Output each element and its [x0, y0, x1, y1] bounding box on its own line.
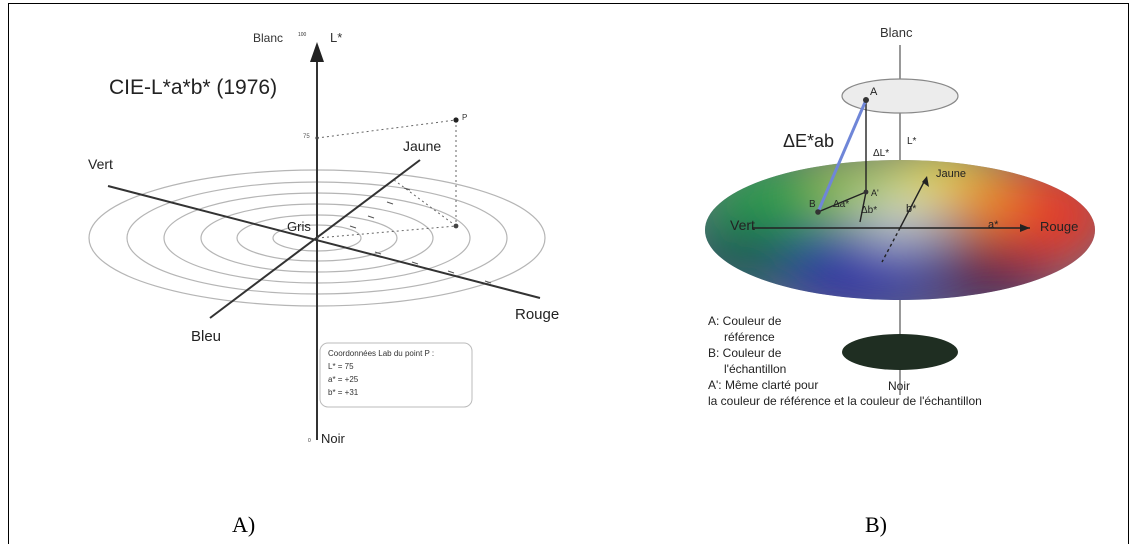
- panel-b-caption: B): [865, 512, 887, 537]
- label-point-b: B: [809, 199, 816, 210]
- label-jaune: Jaune: [403, 138, 442, 154]
- point-a-marker: [863, 97, 869, 103]
- legend-a-line2: référence: [724, 330, 775, 344]
- b-arrow: [922, 176, 929, 187]
- a-arrow: [1020, 224, 1030, 232]
- label-b-vert: Vert: [730, 217, 755, 233]
- label-l-tick: 75: [303, 134, 310, 140]
- label-delta-l: ΔL*: [873, 148, 890, 159]
- label-b-l-axis: L*: [907, 136, 917, 147]
- infobox-l: L* = 75: [328, 362, 354, 371]
- panel-b-legend: A: Couleur de référence B: Couleur de l'…: [708, 313, 982, 409]
- point-p-marker: [453, 117, 459, 123]
- infobox-border: [319, 342, 473, 408]
- legend-ap-line2: la couleur de référence et la couleur de…: [708, 394, 982, 408]
- label-delta-b: Δb*: [861, 205, 878, 216]
- panel-a-caption: A): [232, 512, 256, 537]
- label-b-blanc: Blanc: [880, 25, 913, 40]
- label-bleu: Bleu: [191, 328, 222, 345]
- infobox-a: a* = +25: [328, 375, 359, 384]
- infobox-b: b* = +31: [328, 388, 359, 397]
- legend-ap-line1: A': Même clarté pour: [708, 378, 819, 392]
- b-axis-line: [209, 159, 421, 319]
- axis-ticks: [349, 187, 492, 284]
- label-rouge: Rouge: [515, 306, 560, 323]
- label-noir: Noir: [321, 431, 345, 446]
- legend-b-line2: l'échantillon: [724, 362, 787, 376]
- label-l-axis: L*: [330, 30, 343, 45]
- label-top-value: 100: [298, 32, 307, 38]
- label-noir-value: 0: [308, 438, 311, 444]
- label-b-b-axis: b*: [906, 203, 917, 215]
- bottom-disc: [842, 334, 958, 370]
- color-disc: [705, 160, 1095, 300]
- disc-axes: [752, 100, 1030, 263]
- infobox: Coordonnées Lab du point P : L* = 75 a* …: [328, 347, 434, 399]
- top-disc: [841, 78, 959, 114]
- label-blanc: Blanc: [253, 31, 284, 45]
- label-b-rouge: Rouge: [1040, 219, 1079, 234]
- label-point-a-prime: A': [871, 188, 879, 198]
- figure-frame: [8, 3, 1129, 544]
- panel-a-title: CIE-L*a*b* (1976): [109, 76, 278, 99]
- legend-b-line1: B: Couleur de: [708, 346, 782, 360]
- a-axis-line: [107, 185, 541, 299]
- lab-axes: [107, 52, 541, 440]
- p-guides: [316, 119, 457, 239]
- label-vert: Vert: [88, 156, 113, 172]
- label-b-a-axis: a*: [988, 219, 999, 231]
- delta-e-line: [816, 99, 868, 213]
- label-delta-a: Δa*: [833, 199, 850, 210]
- label-point-a: A: [870, 86, 878, 98]
- label-point-p: P: [462, 113, 468, 122]
- l-axis-arrow: [310, 42, 324, 62]
- point-b-marker: [815, 209, 821, 215]
- point-a-prime-marker: [863, 189, 869, 195]
- label-b-jaune: Jaune: [936, 168, 966, 180]
- l-tick-marker: [315, 136, 319, 140]
- label-delta-e: ΔE*ab: [783, 131, 835, 151]
- label-gris: Gris: [287, 219, 311, 234]
- infobox-heading: Coordonnées Lab du point P :: [328, 349, 435, 358]
- legend-a-line1: A: Couleur de: [708, 314, 782, 328]
- b-axis-b: [899, 179, 926, 229]
- label-b-noir: Noir: [888, 379, 911, 393]
- point-p-projection: [453, 223, 459, 229]
